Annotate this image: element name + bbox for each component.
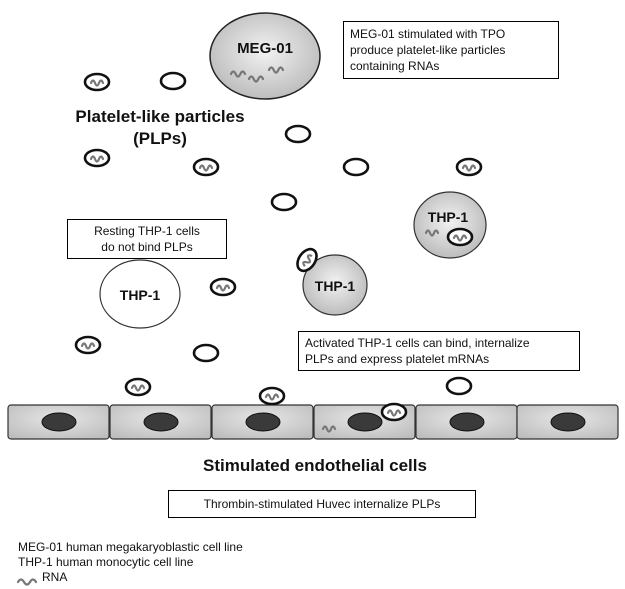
plp-membrane xyxy=(270,192,298,212)
rna-strand xyxy=(247,75,265,83)
resting-thp1-box: Resting THP-1 cells do not bind PLPs xyxy=(67,219,227,259)
plps-title: Platelet-like particles (PLPs) xyxy=(40,106,280,150)
meg01-cell-label: MEG-01 xyxy=(237,40,293,57)
endothelial-title: Stimulated endothelial cells xyxy=(203,456,427,475)
thp1-activated-cell xyxy=(302,254,368,316)
rna-strand xyxy=(461,164,477,172)
rna-strand xyxy=(130,384,146,392)
rna-strand xyxy=(452,234,468,242)
rna-strand xyxy=(80,342,96,350)
plp-membrane xyxy=(159,71,187,91)
plp-membrane xyxy=(380,402,408,422)
legend: MEG-01 human megakaryoblastic cell line … xyxy=(18,540,243,585)
endothelial-nucleus xyxy=(550,412,586,432)
legend-rna: RNA xyxy=(42,570,68,584)
platelet-like-particle xyxy=(74,335,102,355)
activated-thp1-line1: Activated THP-1 cells can bind, internal… xyxy=(305,336,530,350)
plp-membrane xyxy=(124,377,152,397)
rna-strand xyxy=(198,164,214,172)
endothelial-layer xyxy=(7,404,619,440)
plp-membrane xyxy=(258,386,286,406)
rna-strand xyxy=(89,79,105,87)
plp-membrane xyxy=(83,72,111,92)
platelet-like-particle xyxy=(159,71,187,91)
thp1-activated-label: THP-1 xyxy=(315,278,356,294)
endothelial-nucleus xyxy=(449,412,485,432)
thp1-resting-cell xyxy=(99,259,181,329)
rna-strand xyxy=(267,66,285,74)
rna-strand xyxy=(424,229,440,237)
plp-membrane xyxy=(192,157,220,177)
meg01-description-line3: containing RNAs xyxy=(350,59,440,73)
rna-strand xyxy=(321,425,337,433)
plp-membrane xyxy=(446,227,474,247)
plp-membrane xyxy=(284,124,312,144)
plp-membrane xyxy=(342,157,370,177)
platelet-like-particle xyxy=(284,124,312,144)
endothelial-nucleus xyxy=(41,412,77,432)
platelet-like-particle xyxy=(209,277,237,297)
platelet-like-particle xyxy=(83,72,111,92)
activated-thp1-box: Activated THP-1 cells can bind, internal… xyxy=(298,331,580,371)
plp-membrane xyxy=(455,157,483,177)
thp1-internalized-cell xyxy=(413,191,487,259)
rna-strand xyxy=(215,284,231,292)
plp-membrane xyxy=(445,376,473,396)
plp-membrane xyxy=(296,247,318,273)
platelet-like-particle xyxy=(124,377,152,397)
platelet-like-particle xyxy=(342,157,370,177)
endothelial-nucleus xyxy=(143,412,179,432)
resting-thp1-line1: Resting THP-1 cells xyxy=(94,224,200,238)
legend-meg01: MEG-01 human megakaryoblastic cell line xyxy=(18,540,243,554)
rna-strand xyxy=(302,254,313,267)
platelet-like-particles xyxy=(74,71,483,422)
plp-membrane xyxy=(74,335,102,355)
plps-title-line2: (PLPs) xyxy=(133,129,187,148)
rna-legend-icon xyxy=(16,578,38,586)
platelet-like-particle xyxy=(445,376,473,396)
thp1-internalized-label: THP-1 xyxy=(428,209,469,225)
rna-strands xyxy=(229,66,440,433)
rna-strand xyxy=(229,70,247,78)
platelet-like-particle xyxy=(446,227,474,247)
endothelial-nucleus xyxy=(347,412,383,432)
activated-thp1-line2: PLPs and express platelet mRNAs xyxy=(305,352,490,366)
platelet-like-particle xyxy=(258,386,286,406)
plp-membrane xyxy=(209,277,237,297)
rna-strand xyxy=(89,155,105,163)
resting-thp1-line2: do not bind PLPs xyxy=(101,240,193,254)
meg01-description-line2: produce platelet-like particles xyxy=(350,43,506,57)
plps-title-line1: Platelet-like particles xyxy=(75,107,245,126)
platelet-like-particle xyxy=(192,157,220,177)
plp-membrane xyxy=(192,343,220,363)
meg01-description-line1: MEG-01 stimulated with TPO xyxy=(350,27,506,41)
platelet-like-particle xyxy=(380,402,408,422)
endothelial-nucleus xyxy=(245,412,281,432)
thp1-resting-label: THP-1 xyxy=(120,287,161,303)
platelet-like-particle xyxy=(83,148,111,168)
platelet-like-particle xyxy=(270,192,298,212)
platelet-like-particle xyxy=(192,343,220,363)
rna-strand xyxy=(264,393,280,401)
platelet-like-particle xyxy=(296,247,318,273)
legend-thp1: THP-1 human monocytic cell line xyxy=(18,555,194,569)
rna-strand xyxy=(386,409,402,417)
platelet-like-particle xyxy=(455,157,483,177)
plp-membrane xyxy=(83,148,111,168)
meg01-description-box: MEG-01 stimulated with TPO produce plate… xyxy=(343,21,559,79)
huvec-box: Thrombin-stimulated Huvec internalize PL… xyxy=(168,490,476,518)
